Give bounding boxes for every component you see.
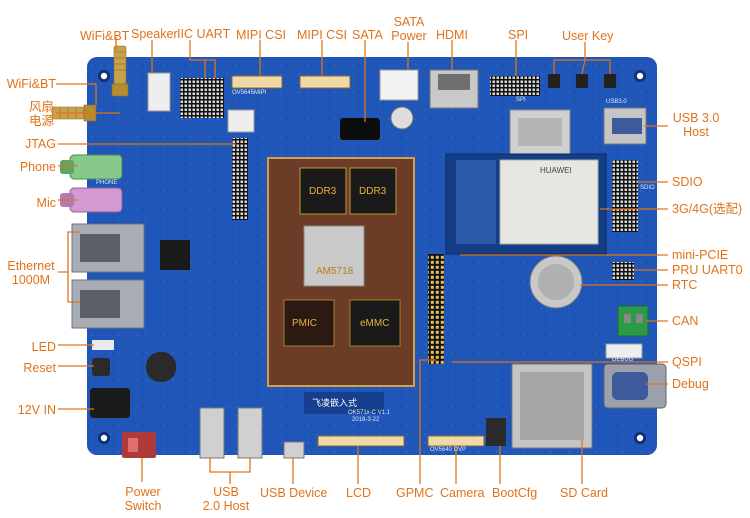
board-model-silk: OK571x-C V1.1 (348, 410, 391, 416)
can-terminal (617, 305, 649, 337)
ddr3-chip-a: DDR3 (309, 186, 337, 197)
power-switch (122, 432, 156, 458)
label-cellular: 3G/4G(选配) (672, 202, 743, 216)
user-key-3 (604, 74, 616, 88)
antenna-top (111, 45, 129, 97)
label-wifi-bt-top: WiFi&BT (80, 29, 130, 43)
label-user-key: User Key (562, 29, 614, 43)
board-date-silk: 2018-3-22 (352, 417, 380, 423)
bootcfg-switch (486, 418, 506, 446)
eth-phy-chip (160, 240, 190, 270)
soc-label: AM5718 (316, 266, 354, 277)
usb2-host-connector (199, 407, 225, 459)
reset-button (92, 358, 110, 376)
label-fan-power: 风扇 电源 (10, 100, 54, 128)
label-sata-power: SATA Power (390, 15, 428, 43)
label-usb3: USB 3.0 Host (670, 111, 722, 139)
label-usb2-host-line2: 2.0 Host (202, 499, 250, 513)
phone-silk: PHONE (96, 180, 118, 186)
camera-connector (427, 435, 485, 447)
mipi-csi-connector-2 (299, 75, 351, 89)
label-qspi: QSPI (672, 355, 702, 369)
label-ethernet-line2: 1000M (11, 273, 51, 287)
label-fan-power-line2: 电源 (28, 114, 54, 128)
inductor (146, 352, 176, 382)
label-usb3-line1: USB 3.0 (672, 111, 720, 125)
label-mini-pcie: mini-PCIE (672, 248, 729, 262)
label-led: LED (31, 340, 56, 354)
label-sdio: SDIO (672, 175, 703, 189)
label-spi: SPI (508, 28, 529, 42)
user-key-2 (576, 74, 588, 88)
led-cluster (92, 340, 114, 350)
label-phone: Phone (19, 160, 56, 174)
label-power-switch-line1: Power (125, 485, 161, 499)
label-bootcfg: BootCfg (492, 486, 538, 500)
capacitor (390, 106, 414, 130)
cellular-brand: HUAWEI (540, 166, 572, 175)
label-usb2-host: USB 2.0 Host (196, 485, 256, 513)
label-can: CAN (672, 314, 699, 328)
label-jtag: JTAG (24, 137, 56, 151)
label-pru-uart: PRU UART0 (672, 263, 743, 277)
camera-silk-a: OV5645MIPI (232, 90, 267, 96)
lcd-connector (317, 435, 405, 447)
emmc-label: eMMC (360, 318, 390, 329)
usb2-host-connector-2 (237, 407, 263, 459)
debug-silk: DEBUG (612, 357, 634, 363)
label-sata-power-line1: SATA (393, 15, 425, 29)
sata-power-connector (379, 69, 419, 101)
camera-silk-b: OV5640 DVP (430, 447, 467, 453)
label-wifi-bt-left: WiFi&BT (6, 77, 56, 91)
label-hdmi: HDMI (436, 28, 468, 42)
speaker-connector (147, 72, 171, 112)
label-debug: Debug (672, 377, 709, 391)
cellular-module (499, 159, 599, 245)
dc-jack (90, 388, 130, 418)
label-mipi-csi-2: MIPI CSI (297, 28, 348, 42)
label-usb2-host-line1: USB (213, 485, 239, 499)
board-logo-area (304, 392, 384, 414)
label-sata: SATA (352, 28, 383, 42)
soc-chip (303, 225, 365, 287)
sata-connector (340, 118, 380, 140)
label-mic: Mic (36, 196, 56, 210)
ddr3-chip-b: DDR3 (359, 186, 387, 197)
label-power-switch: Power Switch (118, 485, 168, 513)
label-ethernet-line1: Ethernet (7, 259, 55, 273)
label-rtc: RTC (672, 278, 698, 292)
label-usb3-line2: Host (683, 125, 709, 139)
label-power-in: 12V IN (17, 403, 56, 417)
ethernet-jacks (71, 223, 145, 329)
label-fan-power-line1: 风扇 (28, 100, 54, 114)
label-camera: Camera (440, 486, 485, 500)
label-power-switch-line2: Switch (124, 499, 162, 513)
user-key-1 (548, 74, 560, 88)
label-sata-power-line2: Power (391, 29, 427, 43)
label-lcd: LCD (346, 486, 372, 500)
phone-jack (69, 154, 123, 180)
mipi-csi-connector-1 (231, 75, 283, 89)
label-sd-card: SD Card (560, 486, 608, 500)
usb3-silk: USB3.0 (606, 99, 627, 105)
label-reset: Reset (23, 361, 56, 375)
label-usb-device: USB Device (260, 486, 328, 500)
board-logo-text: 飞凌嵌入式 (312, 398, 358, 408)
usb-device-connector (283, 441, 305, 459)
spi-silk: SPI (516, 97, 526, 103)
sdio-silk: SDIO (640, 185, 655, 191)
pmic-label: PMIC (292, 318, 317, 329)
label-mipi-csi-1: MIPI CSI (236, 28, 287, 42)
leader-lines (56, 37, 668, 484)
label-iic-uart: IIC UART (177, 27, 231, 41)
qspi-connector (605, 343, 643, 359)
label-gpmc: GPMC (396, 486, 434, 500)
label-speaker: Speaker (131, 27, 178, 41)
label-ethernet: Ethernet 1000M (4, 259, 58, 287)
